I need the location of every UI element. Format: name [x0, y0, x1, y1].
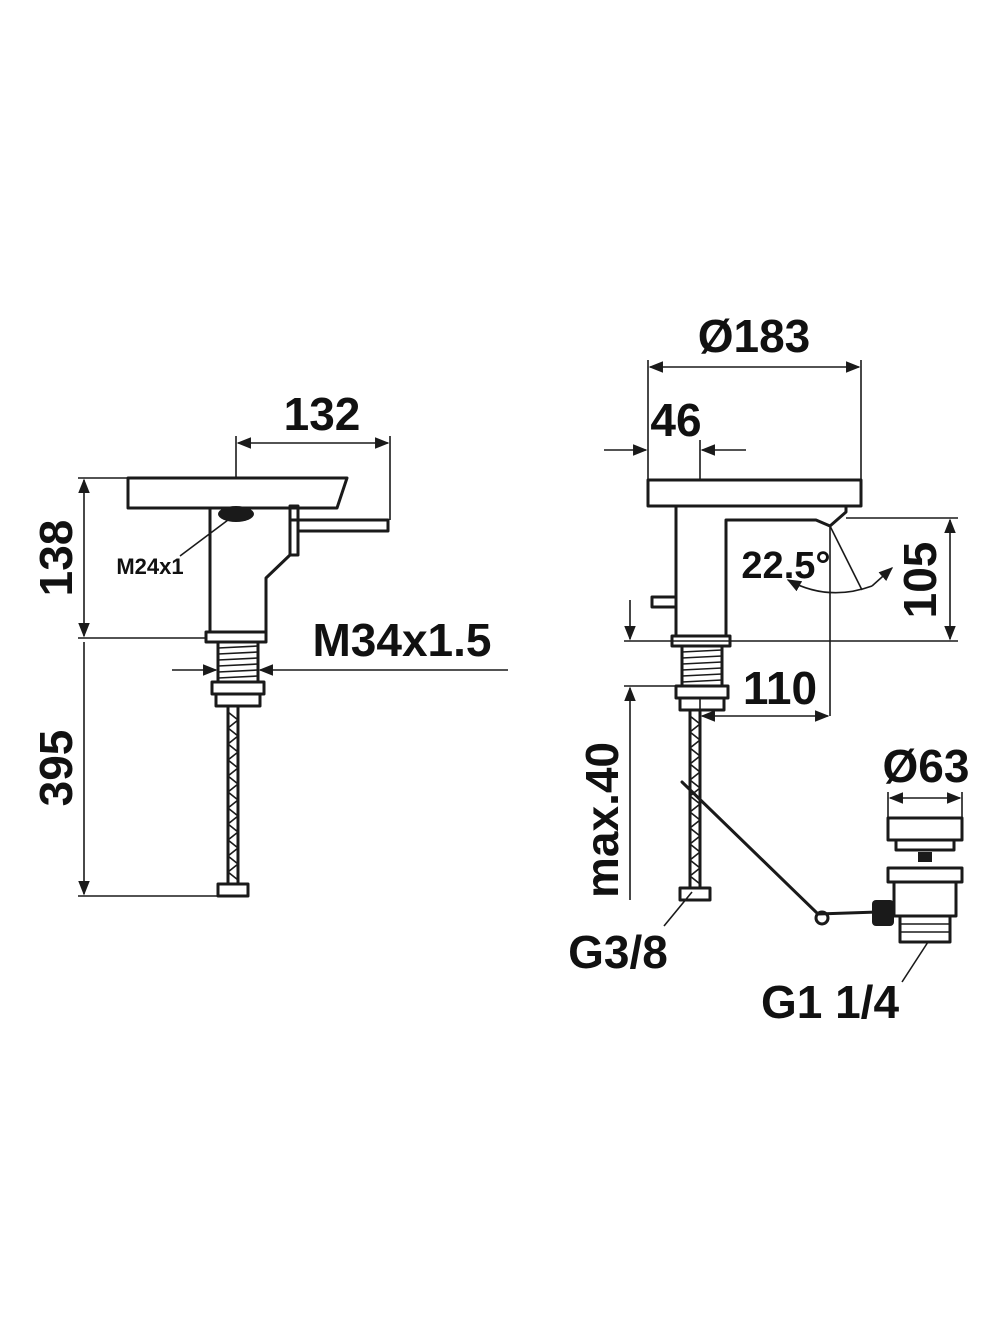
popup-rod-clip — [814, 910, 830, 926]
front-view: Ø183 46 22.5° 105 110 max.40 G3/8 Ø — [568, 310, 969, 1028]
side-flex-hose — [226, 704, 240, 886]
dim-max40-label: max.40 — [576, 742, 628, 898]
side-view: 132 138 M24x1 M34x1.5 395 — [30, 388, 508, 898]
front-handle-plate — [646, 478, 863, 508]
dim-132-label: 132 — [284, 388, 361, 440]
side-fixing-nut — [210, 680, 266, 696]
front-popup-knob — [650, 595, 678, 609]
front-thread-hatching — [681, 649, 723, 683]
dim-110-label: 110 — [743, 662, 817, 714]
angle-label: 22.5° — [741, 545, 830, 587]
popup-pivot-nut — [872, 900, 894, 926]
side-handle-disc — [126, 476, 349, 510]
angle-arc — [786, 579, 873, 594]
side-body — [208, 506, 292, 634]
angle-arc-extension — [871, 567, 894, 587]
mounting-thread-label: M34x1.5 — [312, 614, 491, 666]
dim-138-label: 138 — [30, 520, 82, 597]
dim-183-label: Ø183 — [698, 310, 811, 362]
side-thread-hatching — [217, 645, 259, 679]
aerator-leader — [179, 513, 237, 557]
drain-thread-label: G1 1/4 — [761, 976, 900, 1028]
side-lever-knob — [288, 504, 300, 557]
angle-line — [829, 525, 863, 591]
drain-leader — [901, 941, 929, 983]
dim-63-label: Ø63 — [883, 740, 970, 792]
dim-105-label: 105 — [894, 542, 946, 619]
front-hose-nut — [678, 886, 712, 902]
dim-46-label: 46 — [650, 394, 701, 446]
dim-395-label: 395 — [30, 730, 82, 807]
side-hose-nut — [216, 882, 250, 898]
supply-leader — [663, 891, 693, 927]
side-lever — [288, 518, 390, 533]
side-fixing-washer — [214, 692, 262, 708]
front-fixing-washer — [678, 696, 726, 712]
drain-waste — [886, 816, 964, 944]
aerator-thread-label: M24x1 — [116, 554, 183, 579]
supply-thread-label: G3/8 — [568, 926, 668, 978]
front-fixing-nut — [674, 684, 730, 700]
